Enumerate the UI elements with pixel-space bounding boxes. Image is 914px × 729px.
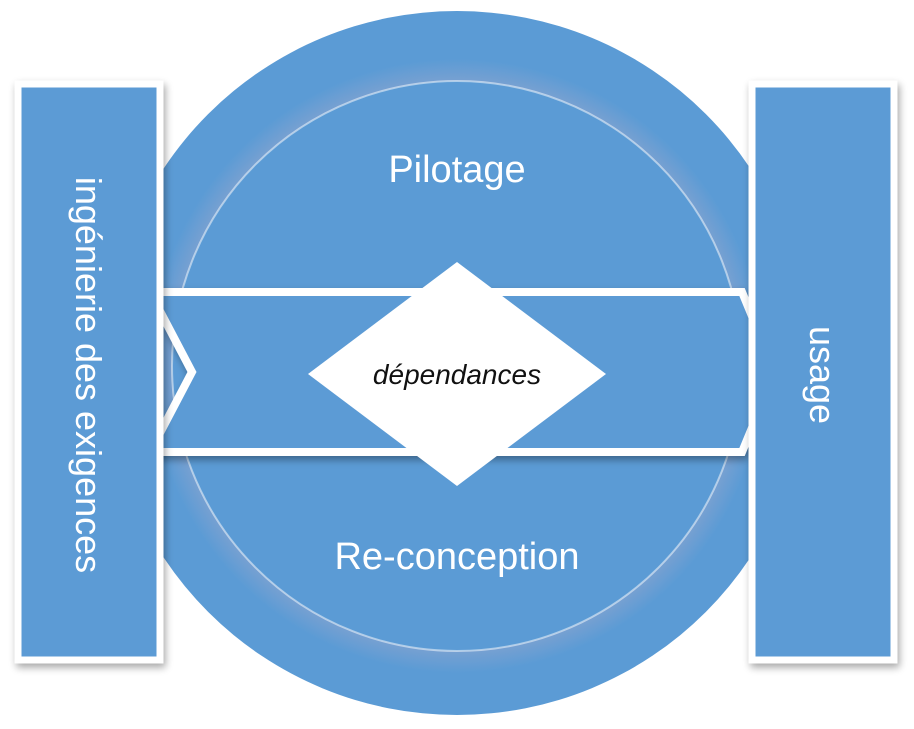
right-box <box>748 80 898 664</box>
left-box <box>14 80 164 664</box>
dependances-label: dépendances <box>372 359 542 390</box>
pilotage-label: Pilotage <box>388 149 526 191</box>
dependances-diamond <box>308 262 606 486</box>
reconception-label: Re-conception <box>334 536 580 578</box>
requirements-engineering-label: ingénierie des exigences <box>68 176 109 574</box>
usage-label: usage <box>802 325 843 425</box>
